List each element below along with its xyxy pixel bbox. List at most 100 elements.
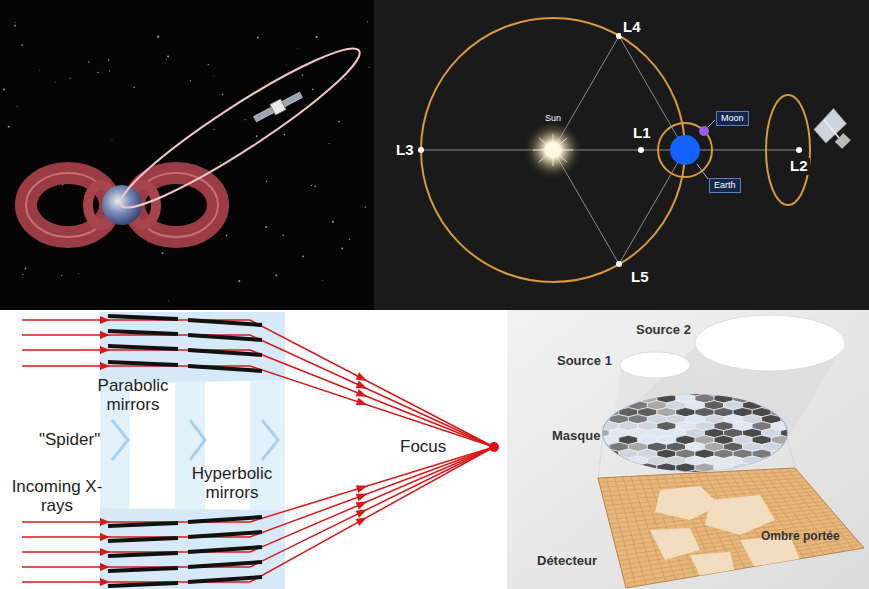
lagrange-dots	[418, 33, 802, 267]
star	[266, 181, 267, 182]
star	[256, 135, 258, 137]
ray	[250, 447, 494, 552]
hyperbolic-mirror	[188, 350, 262, 355]
star	[22, 274, 23, 275]
hyperbolic-mirror	[188, 320, 262, 325]
point-label: L1	[631, 125, 653, 142]
parabolic-mirror	[108, 553, 178, 556]
star	[166, 59, 167, 60]
sun-glow	[523, 120, 583, 180]
star	[329, 143, 330, 144]
star	[109, 70, 110, 71]
star	[349, 238, 351, 240]
sun-rays	[533, 134, 573, 166]
star	[367, 21, 368, 22]
star	[54, 81, 56, 83]
hyperbolic-mirror	[188, 517, 262, 522]
ray	[250, 447, 494, 582]
star	[220, 162, 221, 163]
point-label: L3	[394, 142, 416, 159]
star	[297, 47, 299, 49]
panel-bg	[507, 310, 869, 589]
star	[3, 89, 5, 91]
star	[17, 106, 18, 107]
part-label: Ombre portée	[761, 530, 840, 543]
star	[287, 113, 289, 115]
star	[302, 74, 304, 76]
orbit	[109, 32, 371, 224]
part-label: Source 1	[557, 354, 612, 368]
star	[341, 248, 343, 250]
box-text: Moon	[721, 113, 744, 123]
ray	[250, 335, 494, 447]
star	[226, 235, 228, 237]
hyperbolic-mirror	[188, 335, 262, 340]
star	[222, 94, 224, 96]
parabolic-mirror	[108, 523, 178, 526]
source-ellipse	[620, 352, 690, 378]
stars	[3, 21, 369, 301]
detector-plane	[598, 468, 864, 588]
star	[368, 67, 369, 68]
parabolic-mirror	[108, 346, 178, 349]
star	[208, 64, 209, 65]
star	[338, 121, 340, 123]
star	[69, 78, 70, 79]
parabolic-mirror	[108, 538, 178, 541]
star	[168, 300, 170, 302]
star	[213, 75, 215, 77]
star	[244, 119, 245, 120]
star	[285, 64, 287, 66]
part-label: Hyperbolic mirrors	[182, 465, 282, 502]
star	[25, 268, 27, 270]
star	[162, 252, 164, 254]
part-label: "Spider"	[39, 431, 100, 450]
star	[133, 86, 135, 88]
ray-arrow	[356, 502, 368, 510]
part-label: Détecteur	[537, 554, 597, 568]
star	[21, 44, 23, 46]
mirror-segments	[108, 316, 262, 586]
box-text: Earth	[714, 180, 736, 190]
star	[14, 25, 16, 27]
ray-arrow	[356, 389, 368, 397]
star	[157, 36, 159, 38]
ray	[250, 447, 494, 537]
moon-dot	[699, 126, 709, 136]
star	[311, 185, 312, 186]
halo-orbit	[766, 95, 810, 205]
star	[15, 22, 17, 24]
star	[314, 186, 316, 188]
earth-dot	[670, 135, 700, 165]
ray-arrow	[356, 381, 368, 389]
satellite	[252, 89, 304, 124]
parabolic-mirror	[108, 583, 178, 586]
x-rays	[22, 316, 494, 586]
label-box: Earth	[709, 178, 741, 193]
ray	[250, 447, 494, 522]
star	[97, 72, 99, 74]
leader-lines	[697, 120, 715, 179]
part-label: Masque	[552, 429, 600, 443]
star	[111, 140, 113, 142]
star	[282, 235, 284, 237]
hyperbolic-mirror	[188, 532, 262, 537]
star	[321, 279, 323, 281]
ray-arrow	[355, 372, 367, 381]
telescope	[811, 107, 857, 155]
mask-cell	[600, 449, 619, 458]
earth-globe	[102, 185, 142, 225]
lagrange-lines	[421, 36, 799, 264]
star	[78, 273, 80, 275]
part-label: Incoming X-rays	[7, 478, 107, 515]
star	[284, 134, 285, 135]
star	[305, 104, 306, 105]
ray-arrow	[356, 398, 368, 406]
mirror-shells	[100, 312, 285, 589]
star	[302, 255, 304, 257]
ray-arrow	[355, 517, 367, 526]
ray	[250, 366, 494, 447]
